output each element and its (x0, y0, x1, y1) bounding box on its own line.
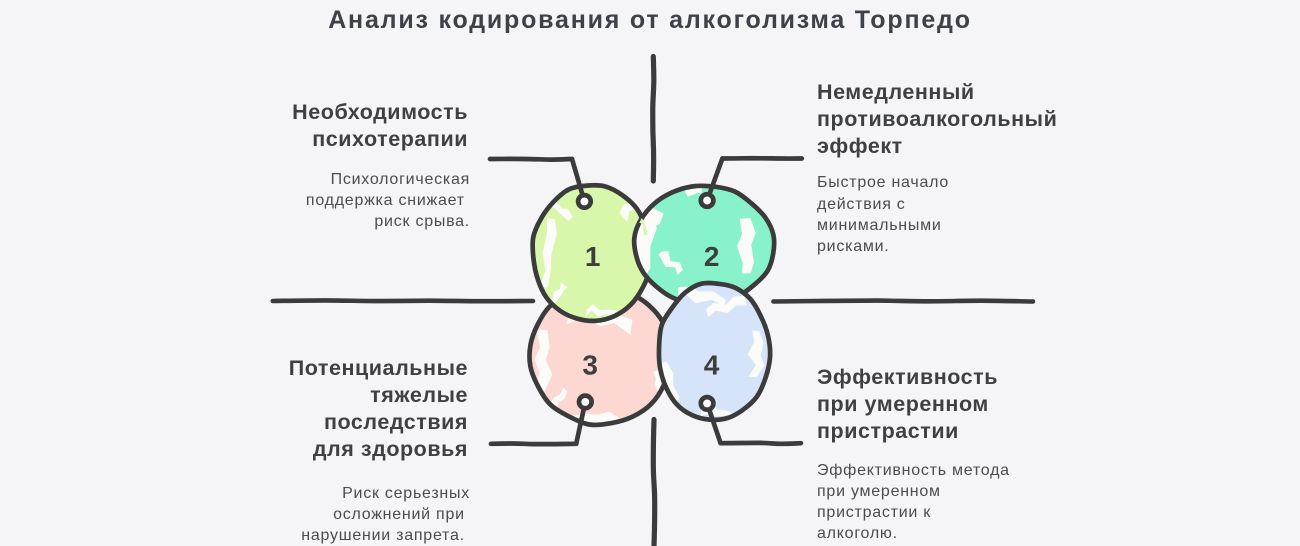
svg-text:1: 1 (585, 241, 601, 272)
svg-text:4: 4 (704, 349, 720, 380)
svg-text:2: 2 (704, 241, 720, 272)
svg-text:3: 3 (582, 349, 598, 380)
